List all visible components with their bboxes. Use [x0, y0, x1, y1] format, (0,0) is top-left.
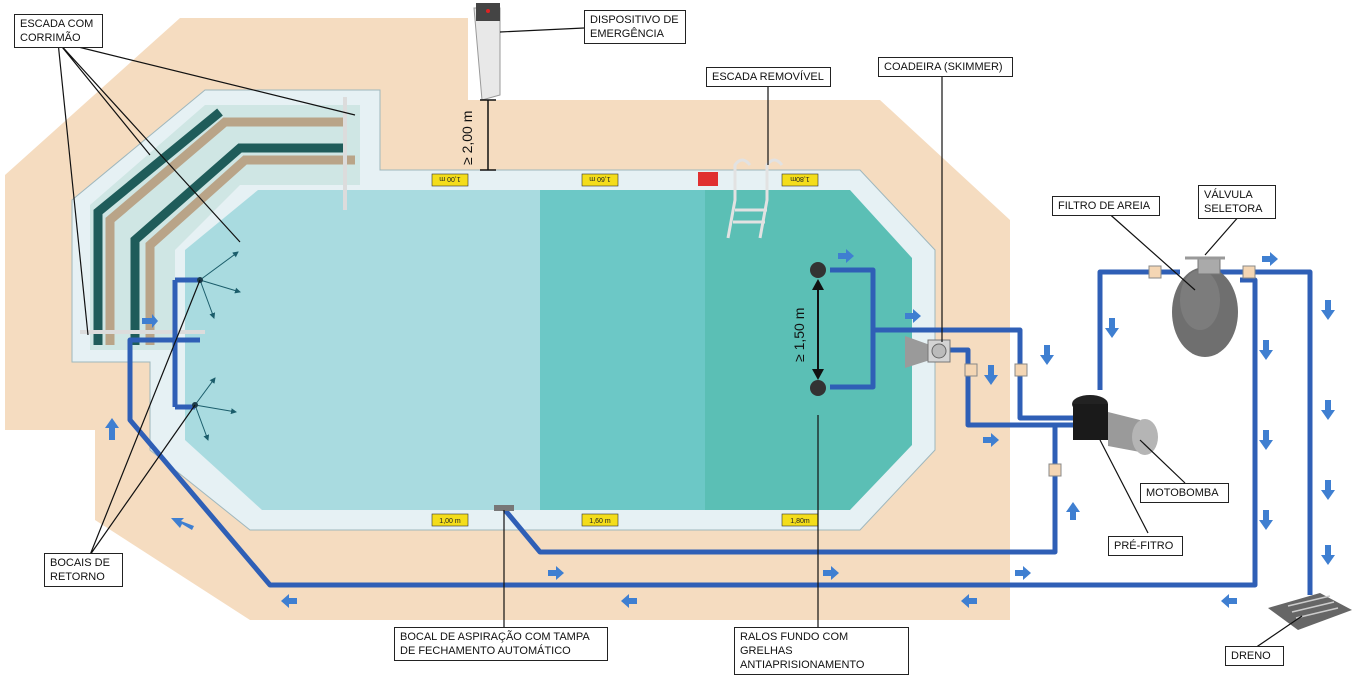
- label-escada-corrimao: ESCADA COM CORRIMÃO: [14, 14, 103, 48]
- emergency-device: [473, 3, 501, 101]
- step-dark-2: [130, 143, 345, 345]
- drain-spacing-measurement: ≥ 1,50 m: [791, 308, 807, 362]
- step-tan-2: [145, 155, 355, 345]
- label-escada-removivel: ESCADA REMOVÍVEL: [706, 67, 831, 87]
- svg-text:1,60 m: 1,60 m: [589, 175, 611, 182]
- drain-grate: [1268, 593, 1352, 630]
- pipe-valves: [964, 265, 1256, 477]
- depth-markers-top: 1,00 m 1,60 m 1,80m: [431, 172, 819, 187]
- suction-nozzle: [494, 505, 514, 511]
- pump: [1072, 395, 1158, 455]
- height-measurement: ≥ 2,00 m: [459, 111, 475, 165]
- label-filtro-areia: FILTRO DE AREIA: [1052, 196, 1160, 216]
- svg-text:1,00 m: 1,00 m: [439, 175, 461, 182]
- step-dark-1: [93, 108, 223, 345]
- removable-ladder: [726, 158, 784, 239]
- flow-arrows: [105, 249, 1335, 608]
- bottom-drains: [810, 262, 826, 396]
- pool-water-shallow: [185, 190, 540, 510]
- handrail: [80, 97, 347, 334]
- label-dispositivo-emergencia: DISPOSITIVO DE EMERGÊNCIA: [584, 10, 686, 44]
- svg-text:1,80m: 1,80m: [790, 175, 810, 182]
- step-tan-1: [105, 117, 345, 345]
- label-valvula-seletora: VÁLVULA SELETORA: [1198, 185, 1276, 219]
- svg-text:1,00 m: 1,00 m: [439, 518, 461, 525]
- pool-water-middle: [540, 190, 705, 510]
- callout-lines: [57, 27, 1303, 649]
- label-bocais-retorno: BOCAIS DE RETORNO: [44, 553, 123, 587]
- return-jets: [194, 251, 241, 441]
- skimmer: [905, 336, 951, 368]
- label-motobomba: MOTOBOMBA: [1140, 483, 1229, 503]
- label-dreno: DRENO: [1225, 646, 1284, 666]
- label-coadeira: COADEIRA (SKIMMER): [878, 57, 1013, 77]
- label-pre-filtro: PRÉ-FITRO: [1108, 536, 1183, 556]
- svg-text:1,80m: 1,80m: [790, 518, 810, 525]
- label-bocal-aspiracao: BOCAL DE ASPIRAÇÃO COM TAMPA DE FECHAMEN…: [394, 627, 608, 661]
- label-ralos-fundo: RALOS FUNDO COM GRELHAS ANTIAPRISIONAMEN…: [734, 627, 909, 675]
- svg-text:1,60 m: 1,60 m: [589, 518, 611, 525]
- depth-markers-bottom: 1,00 m 1,60 m 1,80m: [431, 513, 819, 527]
- pool-water-deep: [705, 190, 912, 510]
